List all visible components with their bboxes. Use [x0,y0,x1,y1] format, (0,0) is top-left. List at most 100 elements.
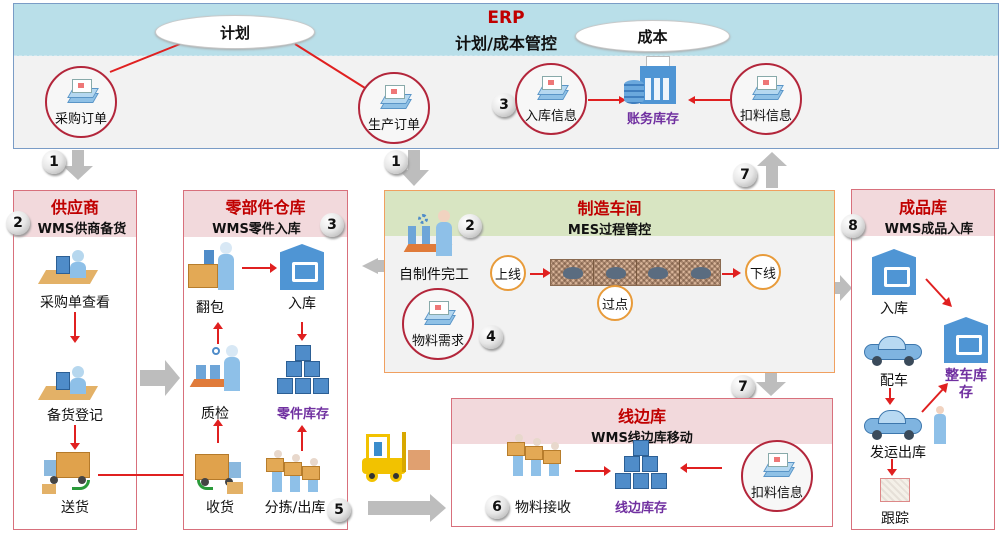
receiving-workers-icon [507,432,569,478]
step-badge-2-workshop: 2 [458,214,482,238]
warehouse-forklift-icon [944,317,988,363]
step-badge-8: 8 [841,214,865,238]
deliver-to-receive-line [98,474,190,476]
car-body-icon [648,267,668,279]
online-node[interactable]: 上线 [490,255,526,291]
inbound-info-node[interactable]: 入库信息 [515,63,587,135]
parts-inbound-label: 入库 [288,296,316,312]
arrow-supplier-to-parts [140,360,180,396]
arrowhead [688,96,695,104]
flow-arrow-down [301,322,303,336]
workshop-title: 制造车间 [577,199,642,218]
flow-arrow-down [889,388,891,400]
vehicle-inventory-label: 整车库存 [945,368,987,401]
self-made-done-label: 自制件完工 [399,267,469,283]
arrowhead [885,398,895,405]
purchase-order-label: 采购订单 [54,112,107,127]
arrowhead [70,443,80,450]
finished-goods-title: 成品库 [898,198,947,217]
quality-check-icon [189,345,245,395]
plan-ellipse[interactable]: 计划 [155,15,315,49]
flow-arrow-down [74,312,76,338]
checkpoint-node[interactable]: 过点 [597,285,633,321]
arrow-parts-to-lineside [368,494,446,522]
delivery-truck-icon [42,452,94,494]
finished-inbound-label: 入库 [880,301,908,317]
car-icon [864,334,924,368]
receive-to-inventory-line [575,470,605,472]
arrowhead [680,463,687,473]
arrowhead [213,419,223,426]
match-car-label: 配车 [880,373,908,389]
account-inventory-label: 账务库存 [626,112,679,127]
warehouse-forklift-icon [280,244,324,290]
cost-ellipse[interactable]: 成本 [575,20,730,52]
arrow-workshop-to-parts [362,258,378,274]
erp-title: ERP [487,8,525,28]
document-stack-icon [379,85,412,111]
car-body-icon [606,267,626,279]
material-demand-node[interactable]: 物料需求 [402,288,474,360]
production-order-node[interactable]: 生产订单 [358,72,430,144]
step-badge-7-lineside: 7 [731,375,755,399]
production-line-strip [550,259,721,286]
flow-arrow-up [217,425,219,443]
finished-goods-subtitle: WMS成品入库 [884,222,974,237]
workshop-subtitle: MES过程管控 [567,223,652,238]
picking-workers-icon [266,448,328,494]
receiving-truck-icon [195,450,247,494]
arrowhead [270,263,277,273]
lineside-subtitle: WMS线边库移动 [591,431,693,446]
person-at-desk-icon [37,366,99,402]
forklift-icon [362,430,442,485]
arrow-erp-to-workshop [399,150,429,186]
inbound-info-label: 入库信息 [524,109,577,124]
calculator-coins-icon [622,56,684,106]
map-tracking-icon [880,478,910,502]
unpack-to-inbound-line [242,267,270,269]
offline-node[interactable]: 下线 [745,254,781,290]
purchase-order-node[interactable]: 采购订单 [45,66,117,138]
flow-arrow-down [891,459,893,471]
plan-line-production [294,43,366,89]
lineside-title: 线边库 [617,407,666,426]
ship-to-vehicle-arrow [921,383,948,413]
supplier-item-deliver: 送货 [61,500,89,516]
erp-deduction-info-node[interactable]: 扣料信息 [730,63,802,135]
arrowhead [619,96,626,104]
parts-inventory-label: 零件库存 [276,407,329,422]
lineside-inventory-label: 线边库存 [614,501,667,516]
inventory-cubes-icon [614,440,668,492]
step-badge-3-erp: 3 [492,93,516,117]
track-label: 跟踪 [881,511,909,527]
step-badge-5: 5 [327,498,351,522]
arrow-workshop-to-lineside [756,373,786,396]
supplier-item-view-po: 采购单查看 [40,295,110,311]
flow-arrow-down [74,425,76,445]
material-receive-label: 物料接收 [515,500,571,516]
arrowhead [297,425,307,432]
step-badge-1-supplier: 1 [42,150,66,174]
arrowhead [733,268,741,278]
inbound-to-vehicle-arrow [925,278,952,307]
car-body-icon [691,267,711,279]
production-order-label: 生产订单 [367,118,420,133]
car-icon [864,408,924,442]
online-arrow-line [530,273,544,275]
erp-panel: ERP 计划/成本管控 [13,3,999,149]
lineside-deduction-info-node[interactable]: 扣料信息 [741,440,813,512]
document-stack-icon [423,301,456,327]
arrow-erp-to-supplier [63,150,93,180]
unpack-label: 翻包 [196,300,224,316]
parts-warehouse-header: 零部件仓库 WMS零件入库 [184,191,347,237]
supplier-title: 供应商 [50,198,99,217]
step-badge-6: 6 [485,495,509,519]
document-stack-icon [536,76,569,102]
lineside-header: 线边库 WMS线边库移动 [452,399,832,446]
arrow-workshop-to-erp [757,152,787,188]
step-badge-2-supplier: 2 [6,211,30,235]
document-stack-icon [762,453,795,479]
plan-line-purchase [109,43,181,73]
staff-person-icon [934,406,946,446]
qc-label: 质检 [201,406,229,422]
